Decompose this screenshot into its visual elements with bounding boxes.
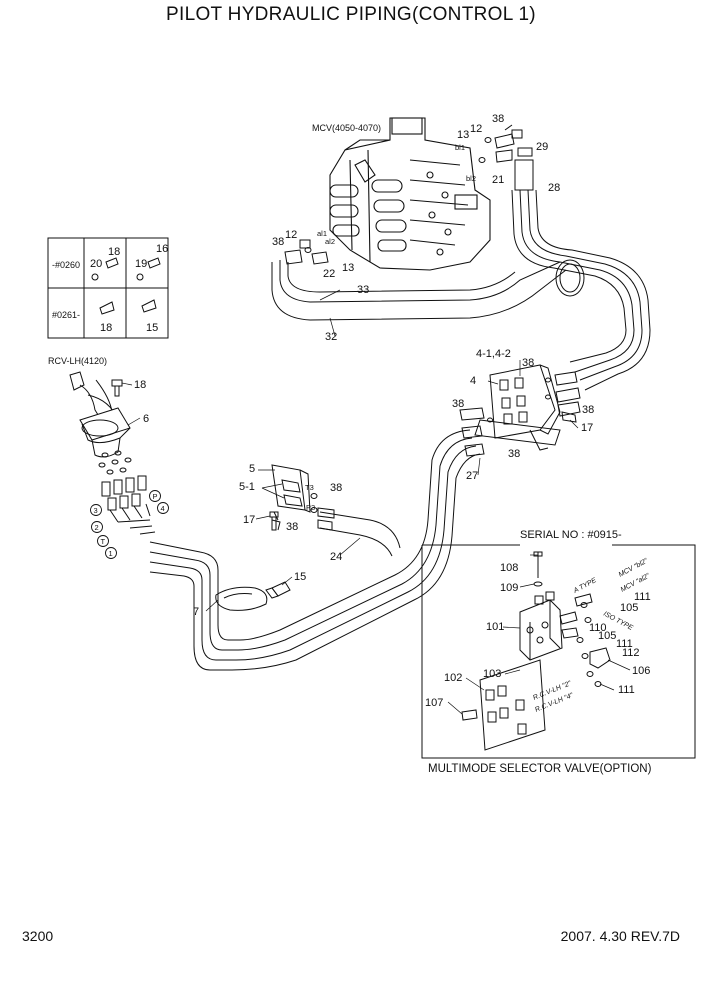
- table-row1-label: -#0260: [52, 260, 80, 270]
- table-r1-a-bot: 20: [90, 258, 102, 270]
- hose-bundle-mcv-to-valve: [511, 189, 651, 391]
- callout-38e: 38: [582, 404, 594, 416]
- main-control-valve: [329, 117, 491, 271]
- port-T: T: [101, 537, 106, 546]
- callout-21: 21: [492, 174, 504, 186]
- callout-103: 103: [483, 668, 501, 680]
- callout-111b: 111: [616, 638, 633, 650]
- port-P: P: [153, 492, 158, 501]
- callout-24: 24: [330, 551, 342, 563]
- callout-102: 102: [444, 672, 462, 684]
- callout-106: 106: [632, 665, 650, 677]
- callout-38g: 38: [330, 482, 342, 494]
- leader-lines: [121, 289, 631, 715]
- callout-bl2: bl2: [466, 174, 476, 183]
- callout-38f: 38: [508, 448, 520, 460]
- callout-12b: 12: [285, 229, 297, 241]
- serial-label: SERIAL NO : #0915-: [520, 529, 622, 541]
- callout-4: 4: [470, 375, 476, 387]
- callout-18: 18: [134, 379, 146, 391]
- bolt-17-left: [269, 511, 279, 531]
- callout-28: 28: [548, 182, 560, 194]
- callout-5: 5: [249, 463, 255, 475]
- callout-105a: 105: [620, 602, 638, 614]
- multimode-caption: MULTIMODE SELECTOR VALVE(OPTION): [428, 763, 652, 775]
- rcv-joystick: [69, 371, 132, 475]
- callout-6: 6: [143, 413, 149, 425]
- mounting-plate-103: [461, 659, 546, 751]
- callout-P3: P3: [306, 503, 315, 512]
- port-4: 4: [161, 504, 165, 513]
- page-number: 3200: [22, 928, 54, 944]
- callout-13a: 13: [457, 129, 469, 141]
- callout-4-1-4-2: 4-1,4-2: [476, 348, 511, 360]
- rcv-port-fittings: [101, 475, 156, 535]
- label-a-type: A TYPE: [572, 577, 598, 595]
- port-1: 1: [109, 549, 113, 558]
- callout-17a: 17: [581, 422, 593, 434]
- callout-13b: 13: [342, 262, 354, 274]
- callout-101: 101: [486, 621, 504, 633]
- hose-clamp-7: [215, 586, 268, 611]
- rcv-port-markers: 3 2 T 1 P 4: [90, 490, 169, 559]
- callout-108: 108: [500, 562, 518, 574]
- callout-7: 7: [193, 606, 199, 618]
- bolt-15: [265, 581, 291, 599]
- rcv-label: RCV-LH(4120): [48, 356, 107, 366]
- callout-38d: 38: [452, 398, 464, 410]
- bolt-18: [111, 379, 123, 397]
- multimode-option-frame: [421, 544, 696, 759]
- callout-al1: al1: [317, 229, 327, 238]
- table-r1-a-top: 18: [108, 246, 120, 258]
- callout-112: 112: [622, 647, 640, 659]
- callout-22: 22: [323, 268, 335, 280]
- callout-29: 29: [536, 141, 548, 153]
- callout-bl1: bl1: [455, 143, 465, 152]
- mcv-left-fittings: [284, 239, 329, 265]
- callout-38c: 38: [522, 357, 534, 369]
- hose-bundle-valve-to-rcv: [149, 429, 481, 671]
- callout-38h: 38: [286, 521, 298, 533]
- port-2: 2: [95, 523, 99, 532]
- callout-111c: 111: [618, 684, 635, 696]
- callout-109: 109: [500, 582, 518, 594]
- multimode-valve-101: [519, 551, 611, 687]
- mcv-top-fittings: [478, 124, 534, 191]
- callout-33: 33: [357, 284, 369, 296]
- callout-32: 32: [325, 331, 337, 343]
- table-r1-b-bot: 19: [135, 258, 147, 270]
- callout-27: 27: [466, 470, 478, 482]
- variant-table: [47, 237, 169, 339]
- callout-12a: 12: [470, 123, 482, 135]
- port-3: 3: [94, 506, 98, 515]
- table-r2-b: 15: [146, 322, 158, 334]
- callout-110: 110: [589, 622, 607, 634]
- mcv-label: MCV(4050-4070): [312, 123, 381, 133]
- table-r1-b-top: 16: [156, 243, 168, 255]
- callout-17b: 17: [243, 514, 255, 526]
- callout-111a: 111: [634, 591, 651, 603]
- callout-T3: T3: [305, 483, 314, 492]
- callout-38a: 38: [492, 113, 504, 125]
- solenoid-valve-block-4: [459, 364, 581, 457]
- hose-24: [319, 511, 401, 557]
- callout-al2: al2: [325, 237, 335, 246]
- table-r2-a: 18: [100, 322, 112, 334]
- hose-33-32: [271, 260, 567, 321]
- callout-15: 15: [294, 571, 306, 583]
- callout-38b: 38: [272, 236, 284, 248]
- revision-label: 2007. 4.30 REV.7D: [560, 928, 680, 944]
- callout-105b: 105: [598, 630, 616, 642]
- valve-block-5: [271, 464, 335, 531]
- table-row2-label: #0261-: [52, 310, 80, 320]
- callout-107: 107: [425, 697, 443, 709]
- hose-clamp-ring: [555, 259, 585, 297]
- page-title: PILOT HYDRAULIC PIPING(CONTROL 1): [166, 4, 536, 25]
- callout-5-1: 5-1: [239, 481, 255, 493]
